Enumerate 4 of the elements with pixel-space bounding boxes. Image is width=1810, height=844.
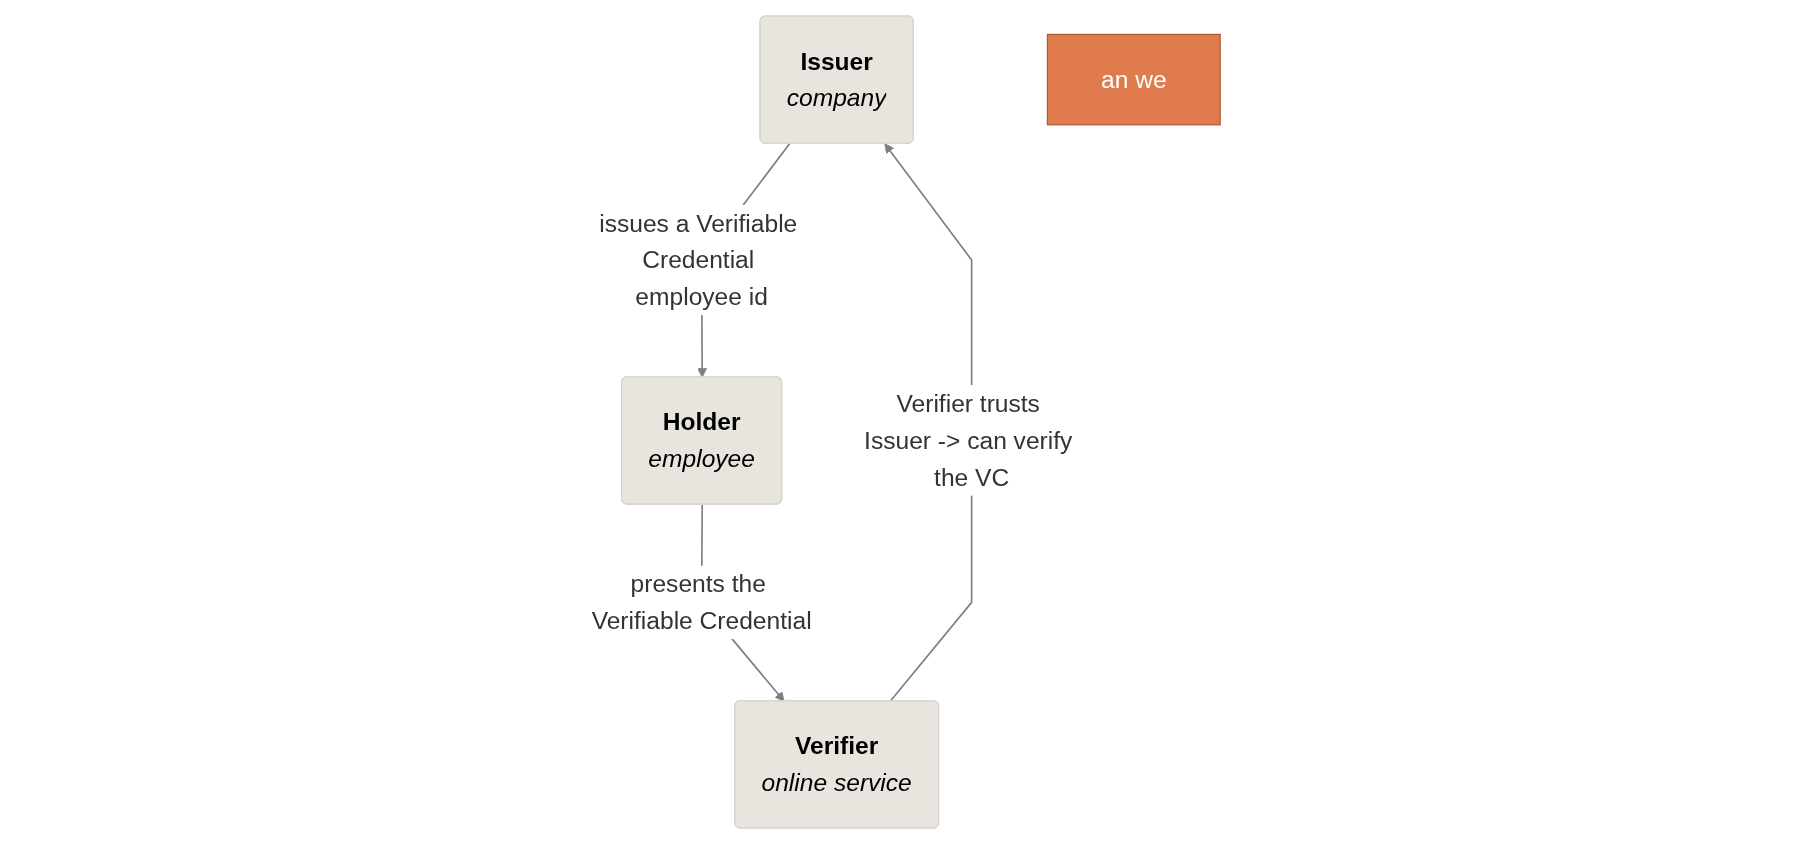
edge-label: issues a Verifiable Credential employee id bbox=[599, 209, 798, 311]
edge-label: Verifier trusts Issuer -> can verify the VC bbox=[864, 389, 1073, 492]
node-box: an we bbox=[1046, 33, 1221, 126]
edge-label: presents the Verifiable Credential bbox=[591, 570, 812, 635]
